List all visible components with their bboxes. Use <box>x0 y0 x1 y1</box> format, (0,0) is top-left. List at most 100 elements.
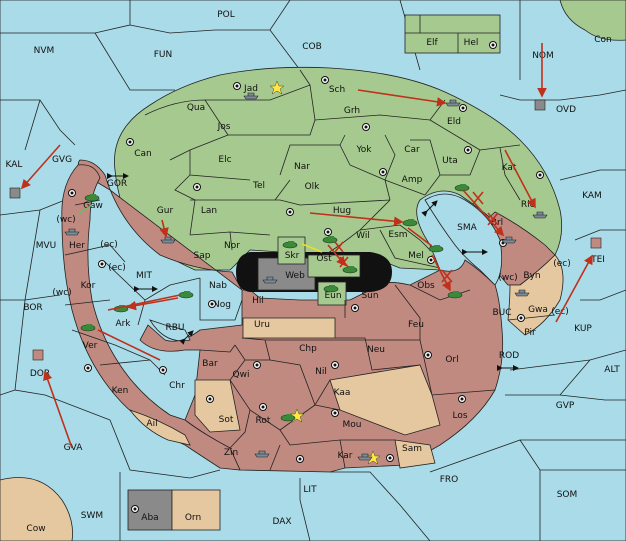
province-label-sch: Sch <box>329 85 345 95</box>
province-label-pir: Pir <box>524 328 536 338</box>
province-label-ovd: OVD <box>556 105 576 115</box>
province-elf-hel[interactable] <box>404 14 501 54</box>
province-label-gvp: GVP <box>556 401 575 411</box>
province-label-ec4: (ec) <box>551 307 569 317</box>
province-label-eld: Eld <box>447 117 461 127</box>
province-label-kaa: Kaa <box>334 388 351 398</box>
province-label-esm: Esm <box>388 230 407 240</box>
fleet-icon[interactable] <box>9 187 21 199</box>
province-label-nog: Nog <box>213 300 231 310</box>
province-ail[interactable] <box>128 409 191 446</box>
fleet-icon[interactable] <box>32 349 44 361</box>
army-icon[interactable] <box>80 324 96 332</box>
fleet-icon[interactable] <box>514 289 530 297</box>
army-icon[interactable] <box>178 291 194 299</box>
province-label-nar: Nar <box>294 162 310 172</box>
fleet-icon[interactable] <box>64 228 80 236</box>
province-label-qwi: Qwi <box>233 370 250 380</box>
province-orn[interactable] <box>171 489 221 531</box>
units <box>9 92 602 461</box>
province-label-cob: COB <box>302 42 322 52</box>
province-label-mel: Mel <box>408 251 424 261</box>
province-label-ec1: (ec) <box>100 240 118 250</box>
province-label-jad: Jad <box>243 84 258 94</box>
fleet-icon[interactable] <box>501 236 517 244</box>
army-icon[interactable] <box>454 184 470 192</box>
province-label-ec2: (ec) <box>553 259 571 269</box>
province-label-sap: Sap <box>194 251 211 261</box>
province-label-kat: Kat <box>502 163 517 173</box>
order-arrows <box>20 43 593 449</box>
red-borders <box>64 199 556 471</box>
fleet-icon[interactable] <box>445 99 461 107</box>
fleet-icon[interactable] <box>262 276 278 284</box>
province-label-nil: Nil <box>315 367 327 377</box>
army-icon[interactable] <box>342 266 358 274</box>
province-label-kal: KAL <box>6 160 23 170</box>
fleet-icon[interactable] <box>532 211 548 219</box>
province-label-zin: Zin <box>224 448 238 458</box>
province-label-qua: Qua <box>187 103 205 113</box>
province-label-ark: Ark <box>115 319 131 329</box>
province-label-dax: DAX <box>272 517 291 527</box>
fleet-icon[interactable] <box>534 99 546 111</box>
province-label-uru: Uru <box>254 320 270 330</box>
province-label-ver: Ver <box>83 341 98 351</box>
province-label-hug: Hug <box>333 206 351 216</box>
province-label-bar: Bar <box>202 359 218 369</box>
army-icon[interactable] <box>280 414 296 422</box>
army-icon[interactable] <box>84 194 100 202</box>
province-label-fro: FRO <box>440 475 459 485</box>
army-icon[interactable] <box>282 241 298 249</box>
green-borders <box>144 69 521 269</box>
province-label-yok: Yok <box>355 145 372 155</box>
province-label-orl: Orl <box>445 355 458 365</box>
province-label-kar: Kar <box>338 451 353 461</box>
province-label-los: Los <box>452 411 467 421</box>
province-label-rbu: RBU <box>165 323 184 333</box>
province-sam[interactable] <box>394 439 436 469</box>
army-icon[interactable] <box>447 291 463 299</box>
province-label-alt: ALT <box>604 365 620 375</box>
province-label-sun: Sun <box>361 291 378 301</box>
province-sot[interactable] <box>194 379 241 433</box>
province-label-sma: SMA <box>457 223 477 233</box>
fleet-icon[interactable] <box>160 236 176 244</box>
province-label-gvg: GVG <box>52 155 72 165</box>
fleet-icon[interactable] <box>590 237 602 249</box>
province-label-rod: ROD <box>499 351 519 361</box>
province-label-olk: Olk <box>305 182 321 192</box>
province-label-pol: POL <box>217 10 235 20</box>
province-label-obs: Obs <box>417 281 435 291</box>
army-icon[interactable] <box>323 285 339 293</box>
province-label-mou: Mou <box>343 420 362 430</box>
province-label-nvm: NVM <box>34 46 55 56</box>
fleet-icon[interactable] <box>254 450 270 458</box>
province-label-byn: Byn <box>523 271 540 281</box>
province-label-jos: Jos <box>217 122 231 132</box>
province-label-buc: BUC <box>492 308 511 318</box>
province-con[interactable] <box>559 0 626 41</box>
province-label-kup: KUP <box>574 324 592 334</box>
province-label-lan: Lan <box>201 206 217 216</box>
province-label-eun: Eun <box>324 291 341 301</box>
army-icon[interactable] <box>322 236 338 244</box>
province-label-can: Can <box>134 149 152 159</box>
province-label-gur: Gur <box>157 206 174 216</box>
passage-arrows <box>107 173 519 371</box>
province-cow[interactable] <box>0 477 73 541</box>
province-label-mvu: MVU <box>36 241 57 251</box>
province-label-gwa: Gwa <box>528 305 548 315</box>
province-label-hel: Hel <box>464 38 479 48</box>
army-icon[interactable] <box>428 245 444 253</box>
sea-sma[interactable] <box>424 193 503 286</box>
province-label-ken: Ken <box>112 386 129 396</box>
fleet-icon[interactable] <box>357 453 373 461</box>
province-label-chr: Chr <box>169 381 185 391</box>
province-label-skr: Skr <box>285 251 300 261</box>
province-label-fun: FUN <box>154 50 173 60</box>
province-label-bor: BOR <box>23 303 42 313</box>
fleet-icon[interactable] <box>243 92 259 100</box>
